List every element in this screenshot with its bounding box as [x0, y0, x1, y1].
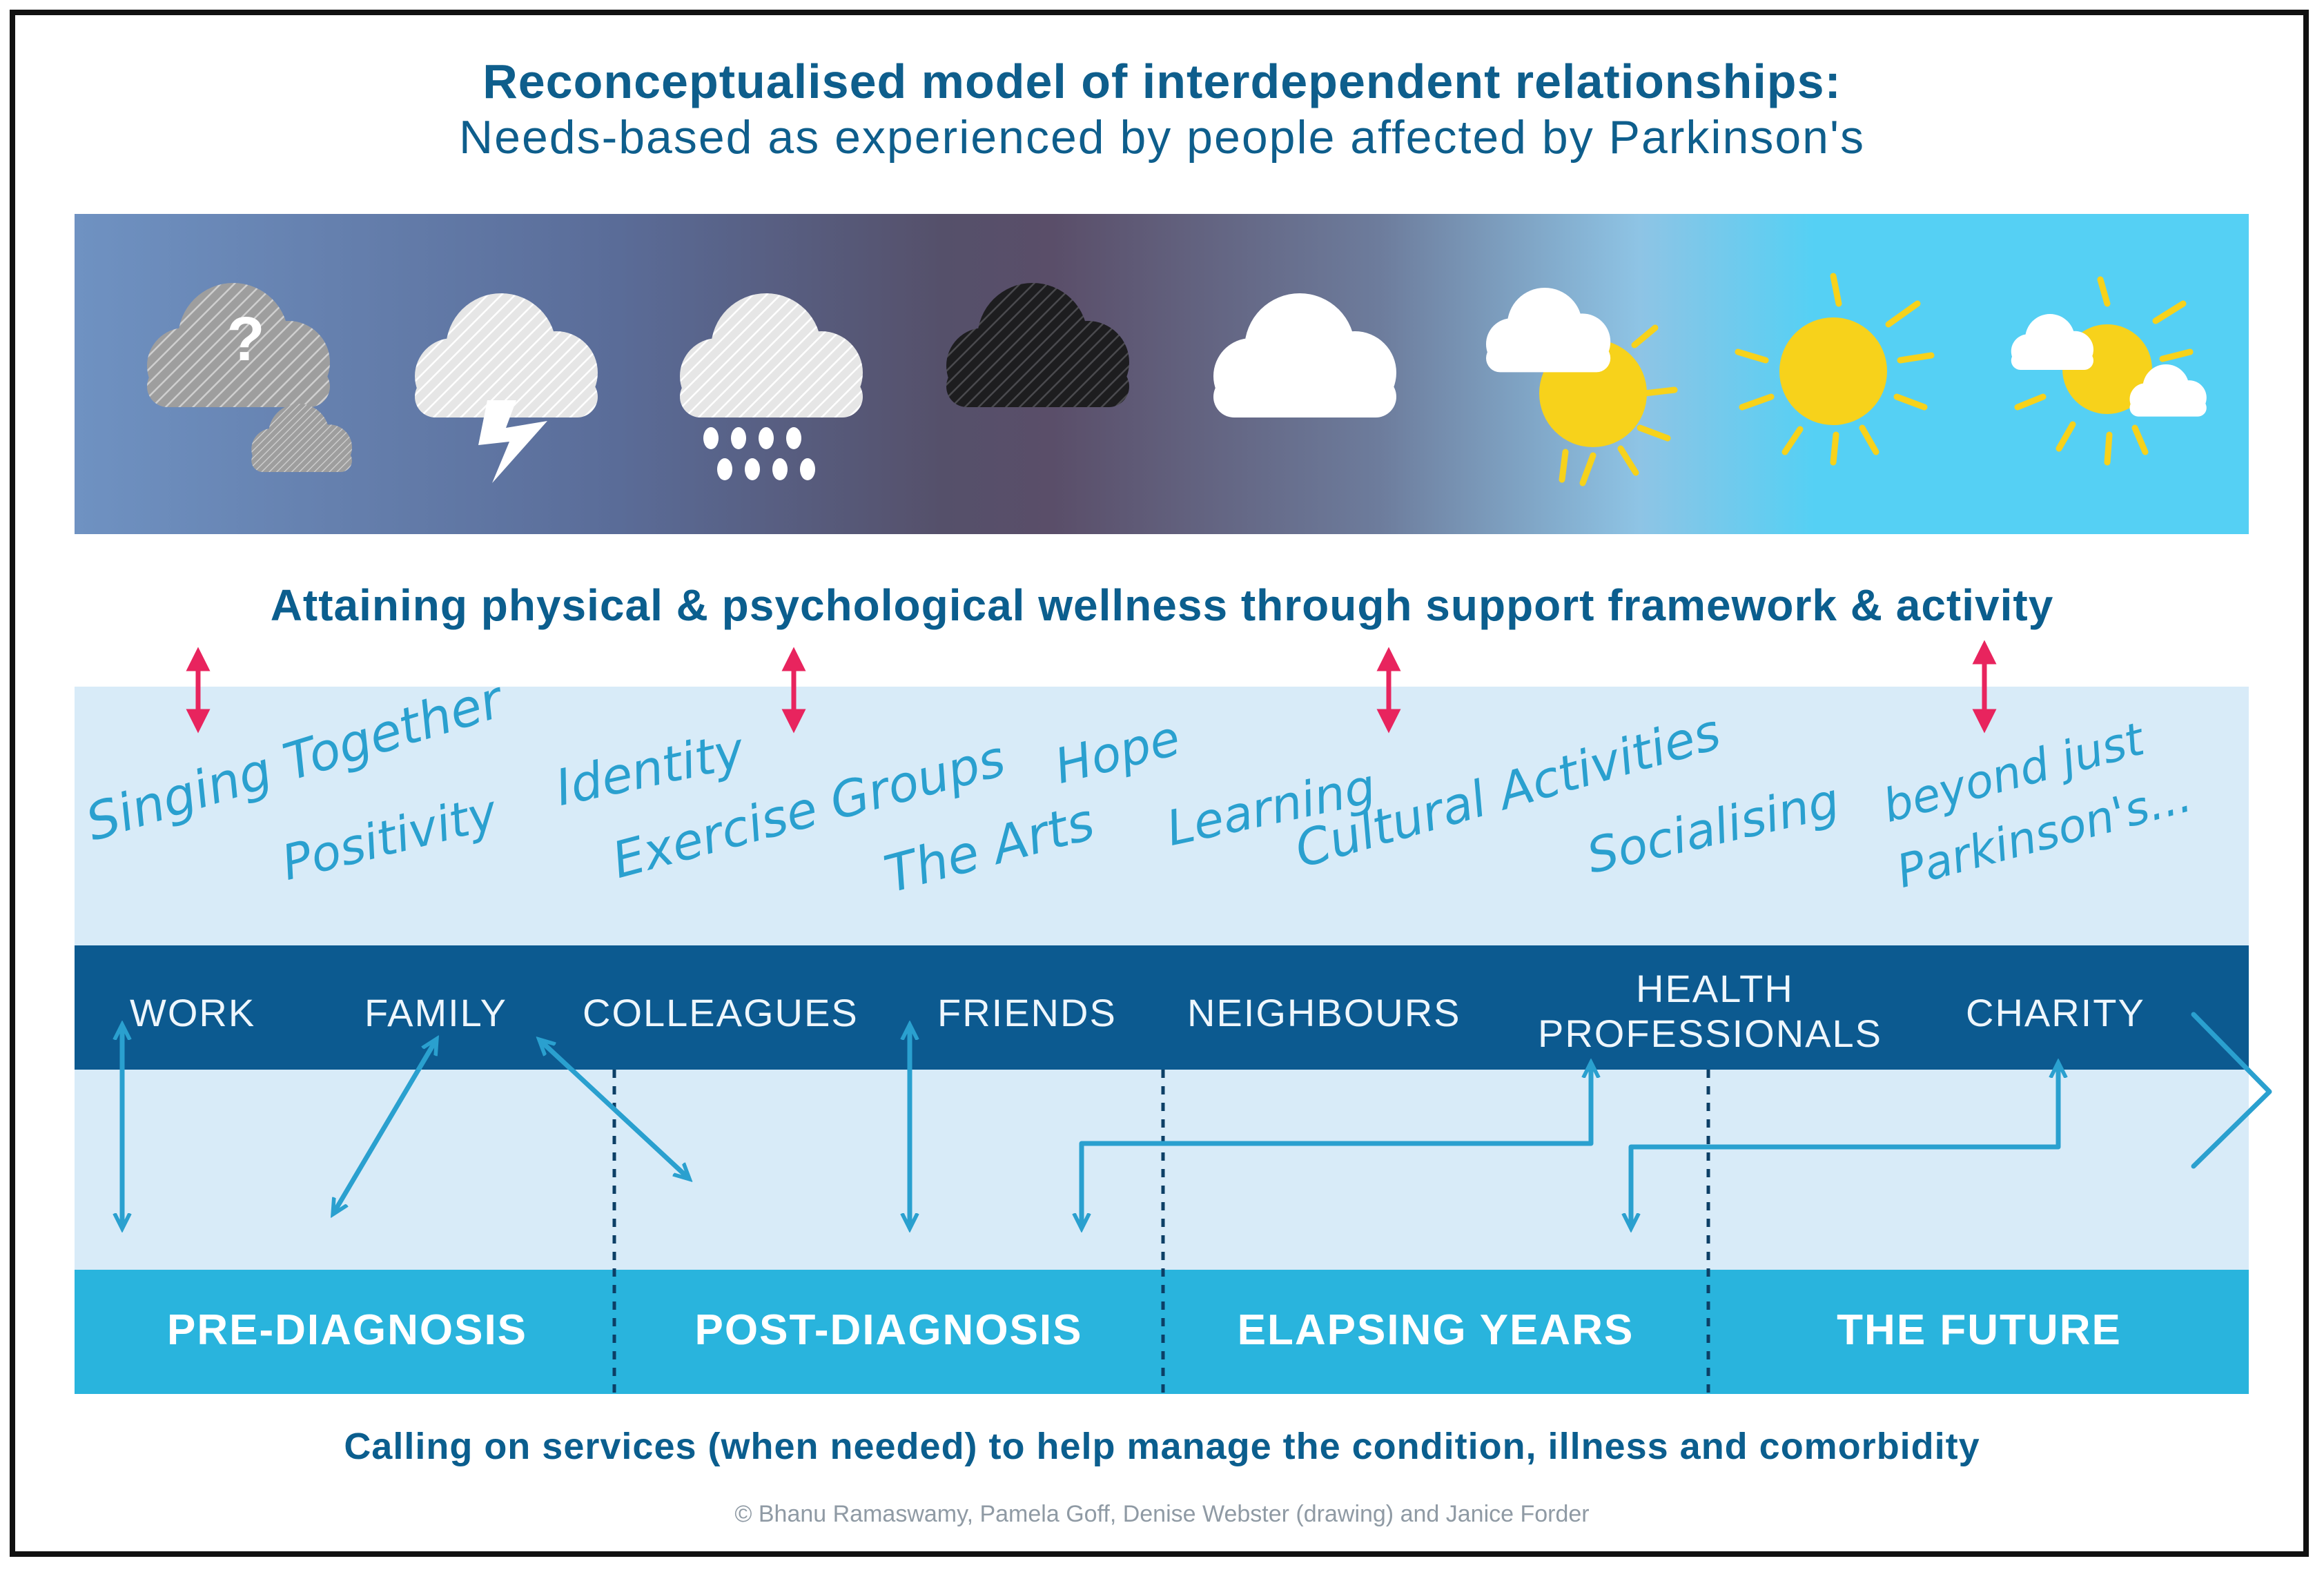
- relationship-neighbours: NEIGHBOURS: [1187, 991, 1461, 1034]
- cloud-question-icon: ?: [147, 283, 352, 472]
- blue-arrow-colleagues: [542, 1042, 687, 1177]
- relationship-charity: CHARITY: [1966, 991, 2145, 1034]
- weather-band: ?: [75, 214, 2249, 534]
- credit-line: © Bhanu Ramaswamy, Pamela Goff, Denise W…: [734, 1501, 1590, 1527]
- phase-post-diagnosis: POST-DIAGNOSIS: [694, 1306, 1083, 1354]
- relationship-family: FAMILY: [364, 991, 508, 1034]
- phase-elapsing-years: ELAPSING YEARS: [1237, 1306, 1634, 1354]
- diagram-title: Reconceptualised model of interdependent…: [482, 55, 1842, 108]
- cloud-lightning-icon: [415, 293, 598, 483]
- blue-arrow-family: [335, 1042, 435, 1211]
- wellness-heading: Attaining physical & psychological welln…: [270, 580, 2054, 630]
- relationship-colleagues: COLLEAGUES: [583, 991, 859, 1034]
- diagram-subtitle: Needs-based as experienced by people aff…: [459, 111, 1865, 164]
- services-caption: Calling on services (when needed) to hel…: [344, 1426, 1980, 1467]
- sun-with-clouds-icon: [2011, 276, 2207, 466]
- cloud-partial-sun-icon: [1486, 288, 1678, 487]
- phase-pre-diagnosis: PRE-DIAGNOSIS: [166, 1306, 528, 1354]
- svg-text:?: ?: [227, 305, 265, 374]
- relationship-friends: FRIENDS: [937, 991, 1117, 1034]
- relationship-professionals: PROFESSIONALS: [1538, 1012, 1883, 1055]
- cloud-sun-peek-icon: [1213, 293, 1396, 417]
- blue-arrow-charity: [1631, 1066, 2058, 1225]
- blue-arrow-health: [1082, 1066, 1591, 1225]
- phase-the-future: THE FUTURE: [1837, 1306, 2122, 1354]
- future-chevron: [2191, 1012, 2272, 1169]
- relationships-band: WORK FAMILY COLLEAGUES FRIENDS NEIGHBOUR…: [75, 945, 2249, 1070]
- relationship-health: HEALTH: [1636, 967, 1794, 1010]
- cloud-rain-icon: [680, 293, 863, 480]
- relationship-work: WORK: [130, 991, 256, 1034]
- activities-band: [75, 687, 2249, 945]
- sun-icon: [1735, 273, 1935, 466]
